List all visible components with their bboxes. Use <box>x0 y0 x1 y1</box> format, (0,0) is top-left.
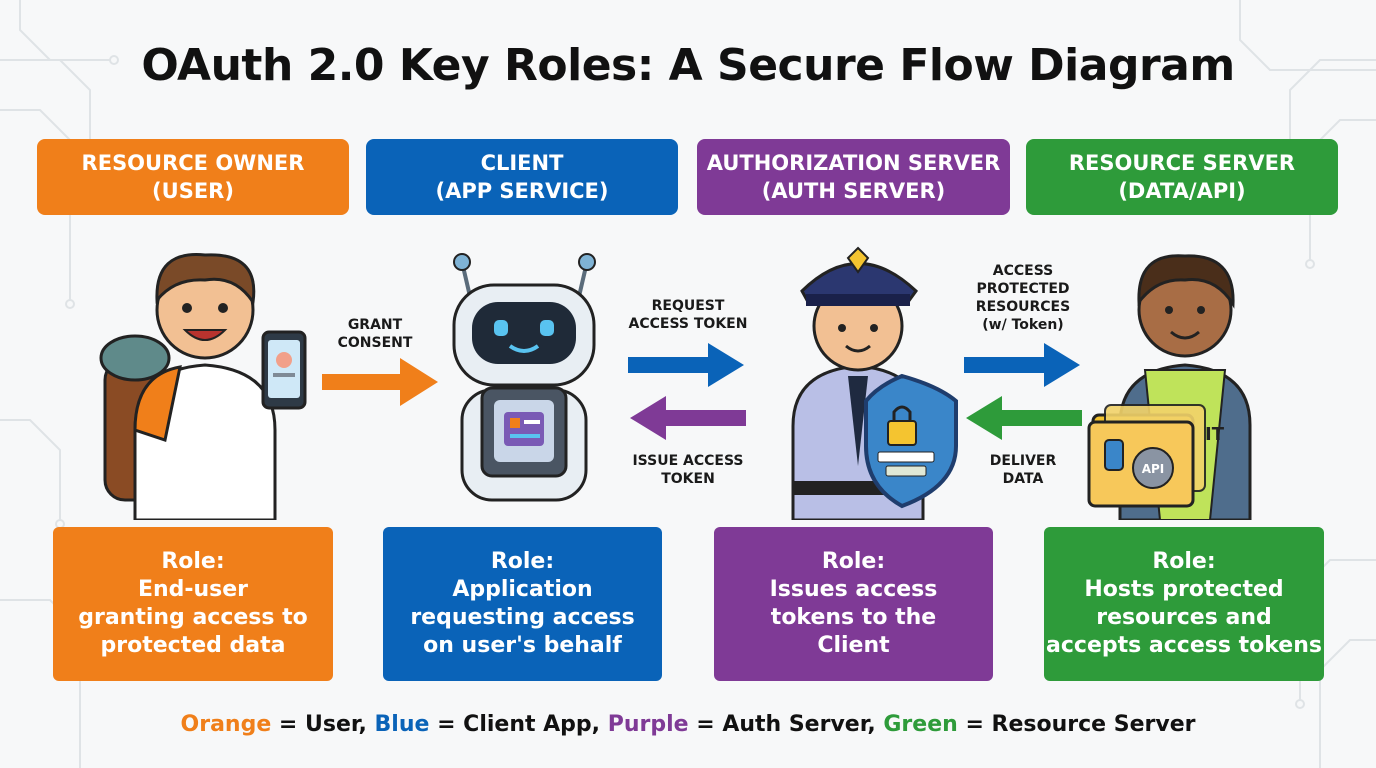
issue-token-arrow-icon <box>630 396 746 440</box>
folder-tab-label: IT <box>1205 424 1225 445</box>
request-token-arrow-icon <box>628 343 744 387</box>
flow-label-line: (w/ Token) <box>982 317 1064 333</box>
role-desc-line: Role: <box>821 549 886 574</box>
legend-text: = Auth Server, <box>688 712 884 737</box>
issue-token-label: ISSUE ACCESS TOKEN <box>618 452 758 488</box>
legend-orange: Orange <box>180 712 272 737</box>
flow-label-line: REQUEST <box>651 298 725 314</box>
deliver-data-label: DELIVER DATA <box>953 452 1093 488</box>
role-desc-line: Issues access <box>769 577 938 602</box>
flow-label-line: ACCESS <box>992 263 1054 279</box>
legend-green: Green <box>883 712 958 737</box>
role-desc-line: tokens to the <box>770 605 937 630</box>
role-desc-resource-owner: Role: End-user granting access to protec… <box>53 527 333 681</box>
role-header-line: RESOURCE OWNER <box>81 151 305 175</box>
officer-illustration <box>791 246 958 520</box>
role-header-client: CLIENT (APP SERVICE) <box>366 139 678 215</box>
access-resources-label: ACCESS PROTECTED RESOURCES (w/ Token) <box>953 262 1093 334</box>
legend-text: = Client App, <box>429 712 608 737</box>
role-desc-authorization-server: Role: Issues access tokens to the Client <box>714 527 993 681</box>
role-desc-line: Hosts protected <box>1084 577 1284 602</box>
flow-label-line: ISSUE ACCESS <box>632 453 744 469</box>
role-header-line: CLIENT <box>480 151 564 175</box>
role-header-resource-owner: RESOURCE OWNER (USER) <box>37 139 349 215</box>
legend-text: = User, <box>271 712 375 737</box>
role-desc-line: End-user <box>137 577 249 602</box>
role-header-resource-server: RESOURCE SERVER (DATA/API) <box>1026 139 1338 215</box>
role-desc-line: Role: <box>490 549 555 574</box>
role-header-authorization-server: AUTHORIZATION SERVER (AUTH SERVER) <box>697 139 1010 215</box>
robot-illustration <box>452 253 596 502</box>
grant-consent-arrow-icon <box>322 358 438 406</box>
request-token-label: REQUEST ACCESS TOKEN <box>618 297 758 333</box>
legend-purple: Purple <box>607 712 689 737</box>
grant-consent-label: GRANT CONSENT <box>325 316 425 352</box>
deliver-data-arrow-icon <box>966 396 1082 440</box>
user-illustration <box>99 253 307 520</box>
role-header-line: AUTHORIZATION SERVER <box>706 151 1001 175</box>
role-desc-line: requesting access <box>410 605 635 630</box>
flow-label-line: TOKEN <box>661 471 715 487</box>
worker-illustration: IT API <box>1087 254 1252 520</box>
role-desc-line: Application <box>452 577 593 602</box>
role-header-line: RESOURCE SERVER <box>1068 151 1296 175</box>
role-header-line: (AUTH SERVER) <box>761 179 946 203</box>
api-badge: API <box>1142 462 1165 476</box>
role-desc-line: Role: <box>1152 549 1216 574</box>
access-resources-arrow-icon <box>964 343 1080 387</box>
role-desc-line: on user's behalf <box>423 633 622 658</box>
flow-label-line: RESOURCES <box>975 299 1071 315</box>
role-desc-line: granting access to <box>78 605 308 630</box>
role-desc-resource-server: Role: Hosts protected resources and acce… <box>1044 527 1324 681</box>
role-header-line: (DATA/API) <box>1118 179 1246 203</box>
flow-label-line: CONSENT <box>337 335 413 351</box>
flow-label-line: DATA <box>1002 471 1044 487</box>
page-title: OAuth 2.0 Key Roles: A Secure Flow Diagr… <box>141 40 1235 91</box>
flow-label-line: GRANT <box>347 317 403 333</box>
role-desc-line: Client <box>817 633 890 658</box>
legend-text: = Resource Server <box>957 712 1196 737</box>
legend-blue: Blue <box>374 712 430 737</box>
role-desc-line: Role: <box>161 549 225 574</box>
role-desc-line: resources and <box>1096 605 1272 630</box>
color-legend: Orange = User, Blue = Client App, Purple… <box>0 712 1376 737</box>
role-desc-line: protected data <box>100 633 286 658</box>
flow-label-line: PROTECTED <box>976 281 1070 297</box>
role-desc-line: accepts access tokens <box>1046 633 1322 658</box>
flow-label-line: ACCESS TOKEN <box>628 316 748 332</box>
flow-label-line: DELIVER <box>989 453 1057 469</box>
role-header-line: (APP SERVICE) <box>435 179 609 203</box>
role-header-line: (USER) <box>152 179 234 203</box>
role-desc-client: Role: Application requesting access on u… <box>383 527 662 681</box>
